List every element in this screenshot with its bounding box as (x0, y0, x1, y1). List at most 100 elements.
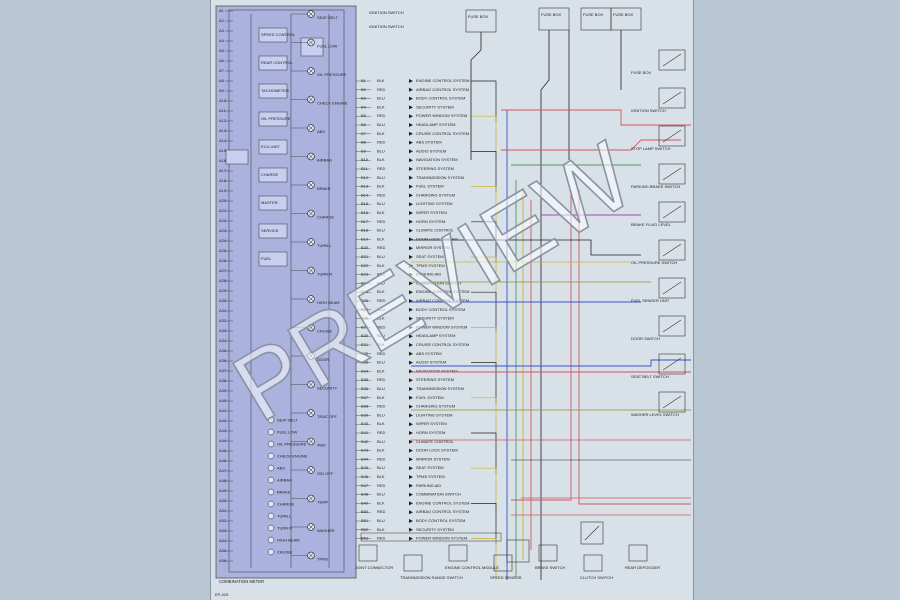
signal-label: HORN SYSTEM (416, 219, 445, 224)
black-run (411, 239, 641, 256)
arrow-marker (409, 131, 413, 136)
fuse-label: FUSE BOX (468, 14, 489, 19)
lamp-cross (308, 39, 314, 46)
signal-wire (471, 80, 497, 122)
signal-label: ABS SYSTEM (416, 351, 442, 356)
pin-label: A7 (219, 68, 225, 73)
gauge-label: SERVICE (261, 228, 279, 233)
connector-pin: B2 (361, 87, 367, 92)
right-component-box (658, 87, 686, 109)
pin-label: A43 (219, 428, 227, 433)
switch-symbol (662, 395, 682, 409)
bottom-component-label: TRANSMISSION RANGE SWITCH (400, 575, 463, 580)
gauge-label: TACHOMETER (261, 88, 289, 93)
arrow-marker (409, 211, 413, 215)
pin-label: A1 (219, 8, 225, 13)
signal-label: FUEL SYSTEM (416, 184, 444, 189)
wire-color-code: RED (377, 87, 386, 92)
wire-color-code: RED (377, 298, 386, 303)
arrow-marker (409, 483, 413, 488)
gauge-box (258, 195, 288, 211)
right-component-box (658, 49, 686, 71)
pin-label: A28 (219, 278, 227, 283)
right-component-label: STOP LAMP SWITCH (631, 146, 671, 151)
pin-label: A10 (219, 98, 227, 103)
connector-pin: B30 (361, 333, 369, 338)
arrow-marker (409, 527, 413, 532)
gauge-label: FUEL (261, 256, 272, 261)
top-label: IGNITION SWITCH (369, 24, 404, 29)
lamp-cross (308, 125, 314, 131)
wire-color-code: BLK (377, 289, 385, 294)
connector-pin: B12 (361, 175, 369, 180)
signal-wire (471, 256, 497, 298)
arrow-marker (409, 448, 413, 453)
lamp-label: TURN L (317, 243, 332, 248)
connector-pin: B20 (361, 245, 369, 250)
signal-wire (471, 503, 497, 545)
pin-label: A12 (219, 118, 227, 123)
signal-label: TPMS SYSTEM (416, 263, 445, 268)
indicator-lamp-icon (267, 416, 275, 424)
joint-connector-bar (360, 532, 502, 542)
connector-pin: B34 (361, 368, 369, 373)
pin-label: A38 (219, 378, 227, 383)
connector-pin: B11 (361, 166, 369, 171)
signal-label: WIPER SYSTEM (416, 421, 447, 426)
wire-color-code: BLU (377, 333, 385, 338)
signal-label: AIRBAG CONTROL SYSTEM (416, 509, 469, 514)
lamp-label: TRAC OFF (317, 414, 338, 419)
gauge-label: ECU UNIT (261, 144, 280, 149)
pin-label: A2 (219, 18, 225, 23)
wire-color-code: RED (377, 483, 386, 488)
arrow-marker (409, 501, 413, 506)
connector-pin: B31 (361, 342, 369, 347)
lamp-cross (308, 153, 314, 160)
arrow-marker (409, 149, 413, 154)
lamp-label: SEAT BELT (277, 418, 298, 423)
bottom-component-box (583, 554, 603, 572)
bottom-component-box (538, 544, 558, 562)
right-component-box (658, 277, 686, 299)
pin-label: A24 (219, 238, 227, 243)
connector-pin: B5 (361, 113, 367, 118)
lamp-cross (308, 410, 314, 416)
arrow-marker (409, 237, 413, 242)
pin-label: A16 (219, 158, 227, 163)
connector-pin: B50 (361, 509, 369, 514)
wire-color-code: RED (377, 219, 386, 224)
wire-color-code: BLU (377, 386, 385, 391)
signal-label: HORN SYSTEM (416, 430, 445, 435)
signal-label: SECURITY SYSTEM (416, 104, 454, 109)
arrow-marker (409, 246, 413, 251)
wire-color-code: RED (377, 140, 386, 145)
switch-symbol (662, 91, 682, 105)
signal-label: TRANSMISSION SYSTEM (416, 175, 464, 180)
wire-color-code: BLK (377, 131, 385, 136)
signal-label: POWER WINDOW SYSTEM (416, 324, 467, 329)
lamp-cross (308, 495, 314, 502)
arrow-marker (409, 343, 413, 347)
arrow-marker (409, 228, 413, 233)
signal-label: PARKING AID (416, 483, 441, 488)
signal-label: CLIMATE CONTROL (416, 439, 454, 444)
connector-pin: B22 (361, 263, 369, 268)
arrow-marker (409, 167, 413, 171)
signal-label: SEAT SYSTEM (416, 254, 444, 259)
right-component-label: IGNITION SWITCH (631, 108, 666, 113)
arrow-marker (409, 316, 413, 321)
signal-label: AIRBAG CONTROL SYSTEM (416, 298, 469, 303)
pin-label: A33 (219, 328, 227, 333)
connector-pin: B21 (361, 254, 369, 259)
right-component-label: DOOR SWITCH (631, 336, 660, 341)
connector-pin: B27 (361, 307, 369, 312)
wire-color-code: BLK (377, 448, 385, 453)
signal-wire (471, 186, 497, 228)
signal-label: ENGINE CONTROL SYSTEM (416, 500, 469, 505)
arrow-marker (409, 96, 413, 101)
gauge-box (258, 223, 288, 239)
right-component-box (658, 353, 686, 375)
signal-label: AUDIO SYSTEM (416, 148, 446, 153)
pin-label: A11 (219, 108, 227, 113)
lamp-cross (308, 324, 314, 331)
